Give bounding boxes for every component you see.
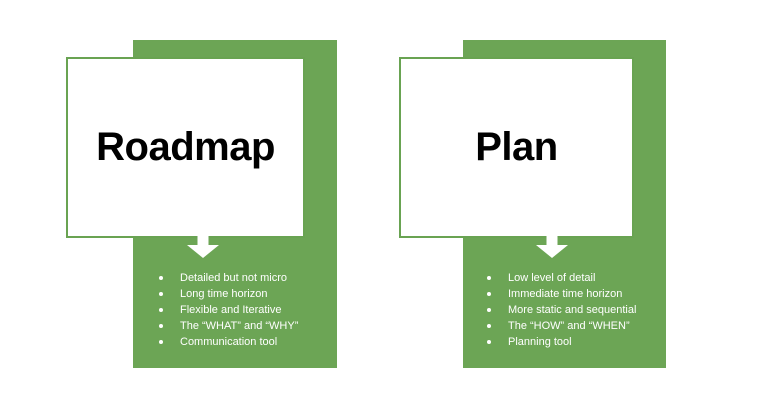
plan-title: Plan <box>475 125 558 169</box>
bullet-item: Communication tool <box>158 334 298 350</box>
plan-bullet-list: Low level of detail Immediate time horiz… <box>486 270 636 350</box>
down-arrow-icon <box>187 235 219 258</box>
bullet-item: Flexible and Iterative <box>158 302 298 318</box>
down-arrow-head <box>536 245 568 258</box>
bullet-item: Planning tool <box>486 334 636 350</box>
roadmap-bullet-list: Detailed but not micro Long time horizon… <box>158 270 298 350</box>
down-arrow-head <box>187 245 219 258</box>
bullet-item: More static and sequential <box>486 302 636 318</box>
bullet-item: Immediate time horizon <box>486 286 636 302</box>
bullet-item: The “HOW” and “WHEN” <box>486 318 636 334</box>
roadmap-card: Roadmap Detailed but not micro Long time… <box>66 40 337 368</box>
bullet-item: The “WHAT” and “WHY” <box>158 318 298 334</box>
bullet-item: Long time horizon <box>158 286 298 302</box>
down-arrow-stem <box>546 235 558 245</box>
bullet-item: Detailed but not micro <box>158 270 298 286</box>
down-arrow-stem <box>197 235 209 245</box>
roadmap-title-box: Roadmap <box>66 57 305 238</box>
down-arrow-icon <box>536 235 568 258</box>
plan-card: Plan Low level of detail Immediate time … <box>399 40 666 368</box>
roadmap-title: Roadmap <box>96 125 275 169</box>
plan-title-box: Plan <box>399 57 634 238</box>
bullet-item: Low level of detail <box>486 270 636 286</box>
